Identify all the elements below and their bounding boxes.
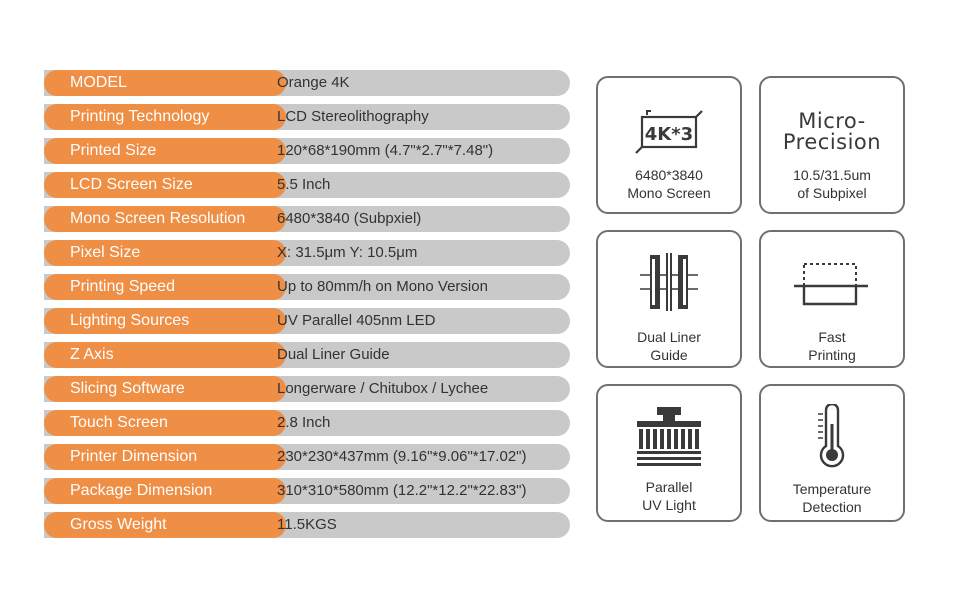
- fast-printing-icon: [761, 252, 903, 316]
- spec-value: Up to 80mm/h on Mono Version: [277, 278, 488, 295]
- feature-card-fast-printing: Fast Printing: [759, 230, 905, 368]
- feature-card-uv-light: Parallel UV Light: [596, 384, 742, 522]
- spec-label: Package Dimension: [44, 478, 286, 504]
- spec-value: 5.5 Inch: [277, 176, 331, 193]
- spec-label: Printed Size: [44, 138, 286, 164]
- feature-card-dual-liner: Dual Liner Guide: [596, 230, 742, 368]
- spec-value: 6480*3840 (Subpxiel): [277, 210, 422, 227]
- spec-value: 120*68*190mm (4.7"*2.7"*7.48"): [277, 142, 494, 159]
- uv-light-icon: [598, 404, 740, 468]
- spec-label: Z Axis: [44, 342, 286, 368]
- feature-caption: Fast Printing: [808, 329, 856, 363]
- spec-value: 2.8 Inch: [277, 414, 331, 431]
- feature-caption: Temperature Detection: [792, 481, 872, 515]
- spec-value: Longerware / Chitubox / Lychee: [277, 380, 489, 397]
- spec-label: Gross Weight: [44, 512, 286, 538]
- spec-label: LCD Screen Size: [44, 172, 286, 198]
- feature-caption: 10.5/31.5um of Subpixel: [793, 167, 871, 201]
- spec-label: Printer Dimension: [44, 444, 286, 470]
- thermometer-icon: [761, 404, 903, 468]
- feature-card-mono-screen: 4K*3 6480*3840 Mono Screen: [596, 76, 742, 214]
- feature-caption: Parallel UV Light: [642, 479, 696, 513]
- dual-liner-rail-icon: [598, 250, 740, 314]
- 4k-screen-icon: 4K*3: [598, 100, 740, 164]
- spec-value: X: 31.5μm Y: 10.5μm: [277, 244, 418, 261]
- feature-card-temperature: Temperature Detection: [759, 384, 905, 522]
- spec-label: Touch Screen: [44, 410, 286, 436]
- spec-label: Printing Speed: [44, 274, 286, 300]
- spec-label: MODEL: [44, 70, 286, 96]
- feature-caption: Dual Liner Guide: [637, 329, 701, 363]
- spec-label: Slicing Software: [44, 376, 286, 402]
- spec-value: 11.5KGS: [277, 516, 337, 533]
- spec-value: Orange 4K: [277, 74, 350, 91]
- 4k-badge-text: 4K*3: [645, 124, 693, 145]
- spec-value: Dual Liner Guide: [277, 346, 390, 363]
- spec-label: Mono Screen Resolution: [44, 206, 286, 232]
- spec-label: Lighting Sources: [44, 308, 286, 334]
- feature-card-micro-precision: Micro- Precision 10.5/31.5um of Subpixel: [759, 76, 905, 214]
- spec-label: Pixel Size: [44, 240, 286, 266]
- feature-caption: 6480*3840 Mono Screen: [627, 167, 711, 201]
- spec-value: 230*230*437mm (9.16"*9.06"*17.02"): [277, 448, 527, 465]
- micro-precision-wordmark: Micro- Precision: [782, 109, 882, 154]
- spec-value: LCD Stereolithography: [277, 108, 429, 125]
- spec-value: 310*310*580mm (12.2"*12.2"*22.83"): [277, 482, 527, 499]
- spec-label: Printing Technology: [44, 104, 286, 130]
- spec-value: UV Parallel 405nm LED: [277, 312, 436, 329]
